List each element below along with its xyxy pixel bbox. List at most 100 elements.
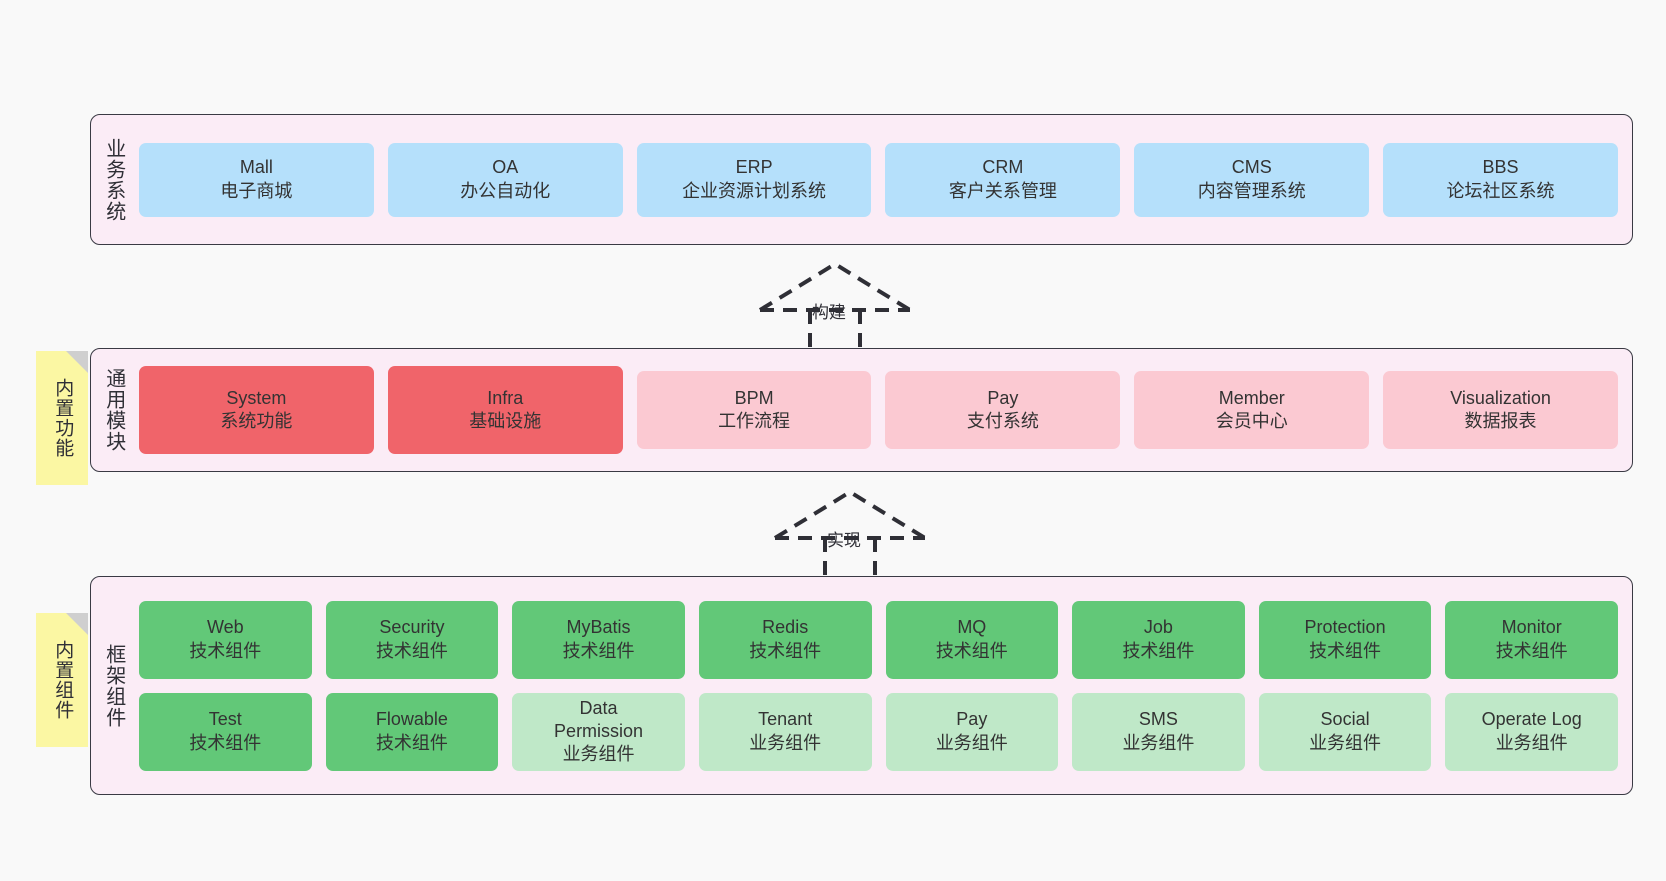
node-desc: 业务组件: [935, 732, 1008, 753]
node-desc: 基础设施: [469, 411, 542, 431]
connector-build: 构建: [750, 258, 920, 348]
layer-business-items: Mall 电子商城 OA 办公自动化 ERP 企业资源计划系统 CRM 客户关系…: [135, 115, 1632, 244]
node-bpm[interactable]: BPM 工作流程: [636, 371, 872, 449]
node-tenant[interactable]: Tenant 业务组件: [698, 692, 872, 771]
node-desc: 企业资源计划系统: [682, 180, 827, 201]
node-desc: 业务组件: [1495, 732, 1568, 753]
note-fold-corner-icon: [66, 613, 88, 635]
node-name: Mall: [239, 157, 273, 178]
node-desc: 技术组件: [1309, 640, 1382, 661]
node-web[interactable]: Web 技术组件: [139, 600, 312, 679]
node-desc: 业务组件: [562, 744, 635, 765]
node-name: BBS: [1482, 157, 1519, 178]
node-crm[interactable]: CRM 客户关系管理: [885, 142, 1121, 217]
node-desc: 电子商城: [220, 180, 293, 201]
node-name: Visualization: [1450, 387, 1551, 408]
dashed-up-arrow-icon: [758, 261, 912, 348]
node-name: System: [226, 387, 287, 408]
node-system[interactable]: System 系统功能: [139, 366, 374, 454]
note-label: 内置组件: [52, 640, 74, 720]
node-visualization[interactable]: Visualization 数据报表: [1383, 371, 1618, 449]
node-security[interactable]: Security 技术组件: [325, 600, 499, 679]
node-name: Monitor: [1501, 617, 1562, 638]
node-erp[interactable]: ERP 企业资源计划系统: [636, 142, 872, 217]
note-label: 内置功能: [52, 378, 74, 458]
note-fold-corner-icon: [66, 351, 88, 373]
node-data-permission[interactable]: Data Permission 业务组件: [512, 692, 685, 771]
node-bbs[interactable]: BBS 论坛社区系统: [1383, 142, 1618, 217]
node-pay-module[interactable]: Pay 支付系统: [885, 371, 1121, 449]
node-name: Tenant: [758, 709, 813, 730]
node-desc: 技术组件: [1122, 640, 1195, 661]
node-flowable[interactable]: Flowable 技术组件: [325, 692, 499, 771]
node-desc: 会员中心: [1215, 411, 1288, 431]
layer-framework-components[interactable]: 框架组件 Web 技术组件 Security 技术组件 MyBatis 技术组件…: [90, 576, 1633, 795]
node-name: SMS: [1138, 709, 1178, 730]
node-desc: 技术组件: [749, 640, 822, 661]
connector-implement: 实现: [765, 486, 935, 576]
node-name: Redis: [762, 617, 809, 638]
node-desc: 业务组件: [749, 732, 822, 753]
node-desc: 技术组件: [189, 640, 262, 661]
layer-business-system[interactable]: 业务系统 Mall 电子商城 OA 办公自动化 ERP 企业资源计划系统 CRM…: [90, 114, 1633, 245]
note-builtin-component[interactable]: 内置组件: [36, 613, 88, 747]
node-social[interactable]: Social 业务组件: [1258, 692, 1432, 771]
node-name: BPM: [734, 387, 774, 408]
node-mq[interactable]: MQ 技术组件: [885, 600, 1059, 679]
node-oa[interactable]: OA 办公自动化: [387, 142, 623, 217]
layer-modules-title: 通用模块: [102, 368, 125, 452]
node-name: Protection: [1304, 617, 1386, 638]
node-operate-log[interactable]: Operate Log 业务组件: [1445, 692, 1618, 771]
node-name: Flowable: [375, 709, 448, 730]
node-desc: 技术组件: [1495, 640, 1568, 661]
dashed-up-arrow-icon: [773, 489, 927, 576]
layer-common-modules[interactable]: 通用模块 System 系统功能 Infra 基础设施 BPM 工作流程 Pay…: [90, 348, 1633, 472]
node-name: Web: [206, 617, 244, 638]
node-monitor[interactable]: Monitor 技术组件: [1445, 600, 1618, 679]
layer-framework-title: 框架组件: [102, 643, 125, 728]
node-desc: 内容管理系统: [1197, 180, 1306, 201]
node-name: Operate Log: [1481, 709, 1582, 730]
node-protection[interactable]: Protection 技术组件: [1258, 600, 1432, 679]
node-desc: 技术组件: [562, 640, 635, 661]
node-name: Test: [208, 709, 242, 730]
node-pay-component[interactable]: Pay 业务组件: [885, 692, 1059, 771]
node-name: Member: [1218, 387, 1285, 408]
node-name: CMS: [1231, 157, 1272, 178]
layer-modules-items: System 系统功能 Infra 基础设施 BPM 工作流程 Pay 支付系统…: [135, 349, 1632, 471]
connector-implement-label: 实现: [827, 531, 861, 550]
node-mall[interactable]: Mall 电子商城: [139, 142, 374, 217]
node-desc: 支付系统: [966, 411, 1039, 431]
node-job[interactable]: Job 技术组件: [1072, 600, 1245, 679]
node-desc: 业务组件: [1309, 732, 1382, 753]
node-desc: 数据报表: [1464, 411, 1537, 431]
node-desc: 业务组件: [1122, 732, 1195, 753]
node-member[interactable]: Member 会员中心: [1134, 371, 1370, 449]
node-desc: 技术组件: [189, 732, 262, 753]
node-desc: 系统功能: [220, 411, 293, 431]
node-desc: 技术组件: [935, 640, 1008, 661]
note-builtin-function[interactable]: 内置功能: [36, 351, 88, 485]
node-name: OA: [492, 157, 519, 178]
node-name: Pay: [956, 709, 988, 730]
node-name: MQ: [957, 617, 987, 638]
node-name: Security: [379, 617, 445, 638]
node-test[interactable]: Test 技术组件: [139, 692, 312, 771]
framework-row-1: Web 技术组件 Security 技术组件 MyBatis 技术组件 Redi…: [139, 600, 1618, 679]
node-name: Pay: [987, 387, 1019, 408]
layer-framework-items: Web 技术组件 Security 技术组件 MyBatis 技术组件 Redi…: [135, 577, 1632, 794]
node-sms[interactable]: SMS 业务组件: [1072, 692, 1245, 771]
node-name: CRM: [982, 157, 1024, 178]
node-mybatis[interactable]: MyBatis 技术组件: [512, 600, 685, 679]
connector-build-label: 构建: [812, 303, 846, 322]
node-name: Job: [1143, 617, 1173, 638]
node-name: ERP: [735, 157, 773, 178]
layer-business-title: 业务系统: [102, 137, 125, 222]
node-infra[interactable]: Infra 基础设施: [387, 366, 623, 454]
framework-row-2: Test 技术组件 Flowable 技术组件 Data Permission …: [139, 692, 1618, 771]
node-desc: 工作流程: [718, 411, 791, 431]
node-cms[interactable]: CMS 内容管理系统: [1134, 142, 1370, 217]
node-redis[interactable]: Redis 技术组件: [698, 600, 872, 679]
node-desc: 论坛社区系统: [1446, 180, 1555, 201]
